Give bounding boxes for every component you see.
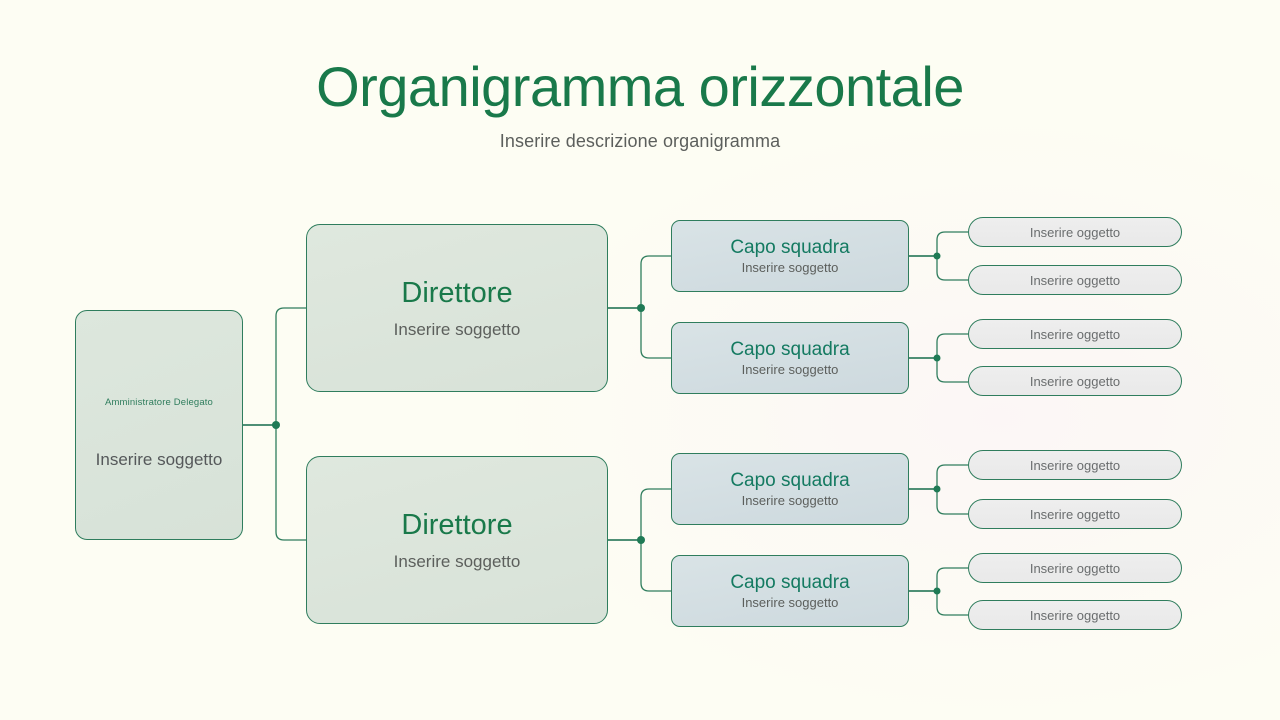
connector-l2-to-item-4 <box>936 358 968 383</box>
node-oggetto-4[interactable]: Inserire oggetto <box>968 366 1182 396</box>
director-subject-label: Inserire soggetto <box>393 319 521 339</box>
connector-root-to-director-2 <box>275 425 306 541</box>
connector-l1-to-item-1 <box>936 231 968 256</box>
node-oggetto-8[interactable]: Inserire oggetto <box>968 600 1182 630</box>
lead-subject-label: Inserire soggetto <box>741 362 839 378</box>
connector-l2-to-item-3 <box>936 333 968 358</box>
node-capo-squadra-4[interactable]: Capo squadra Inserire soggetto <box>671 555 909 627</box>
node-oggetto-6[interactable]: Inserire oggetto <box>968 499 1182 529</box>
junction-dot-root <box>272 421 280 429</box>
lead-role-label: Capo squadra <box>730 571 850 593</box>
lead-subject-label: Inserire soggetto <box>741 493 839 509</box>
lead-subject-label: Inserire soggetto <box>741 595 839 611</box>
node-direttore-2[interactable]: Direttore Inserire soggetto <box>306 456 608 624</box>
lead-role-label: Capo squadra <box>730 469 850 491</box>
connector-l3-to-item-6 <box>936 489 968 515</box>
connector-d1-to-lead-2 <box>640 308 671 359</box>
junction-dot-lead-2 <box>933 354 941 362</box>
director-role-label: Direttore <box>401 277 513 310</box>
node-oggetto-3[interactable]: Inserire oggetto <box>968 319 1182 349</box>
connector-d2-to-lead-3 <box>640 488 671 540</box>
director-role-label: Direttore <box>401 509 513 542</box>
connector-l3-to-item-5 <box>936 464 968 489</box>
node-oggetto-5[interactable]: Inserire oggetto <box>968 450 1182 480</box>
junction-dot-director-2 <box>637 536 645 544</box>
lead-role-label: Capo squadra <box>730 236 850 258</box>
node-direttore-1[interactable]: Direttore Inserire soggetto <box>306 224 608 392</box>
connector-root-to-director-1 <box>275 307 306 425</box>
slide-header: Organigramma orizzontale Inserire descri… <box>0 55 1280 152</box>
node-oggetto-2[interactable]: Inserire oggetto <box>968 265 1182 295</box>
junction-dot-lead-3 <box>933 485 941 493</box>
junction-dot-lead-4 <box>933 587 941 595</box>
node-oggetto-1[interactable]: Inserire oggetto <box>968 217 1182 247</box>
node-oggetto-7[interactable]: Inserire oggetto <box>968 553 1182 583</box>
page-subtitle: Inserire descrizione organigramma <box>499 130 781 151</box>
node-capo-squadra-2[interactable]: Capo squadra Inserire soggetto <box>671 322 909 394</box>
root-role-label: Amministratore Delegato <box>105 397 213 408</box>
lead-subject-label: Inserire soggetto <box>741 260 839 276</box>
page-title: Organigramma orizzontale <box>316 55 964 118</box>
root-subject-label: Inserire soggetto <box>95 450 223 469</box>
node-amministratore-delegato[interactable]: Amministratore Delegato Inserire soggett… <box>75 310 243 540</box>
connector-l1-to-item-2 <box>936 256 968 281</box>
connector-d2-to-lead-4 <box>640 540 671 592</box>
node-capo-squadra-3[interactable]: Capo squadra Inserire soggetto <box>671 453 909 525</box>
junction-dot-director-1 <box>637 304 645 312</box>
node-capo-squadra-1[interactable]: Capo squadra Inserire soggetto <box>671 220 909 292</box>
director-subject-label: Inserire soggetto <box>393 551 521 571</box>
connector-d1-to-lead-1 <box>640 255 671 308</box>
junction-dot-lead-1 <box>933 252 941 260</box>
connector-l4-to-item-7 <box>936 567 968 591</box>
lead-role-label: Capo squadra <box>730 338 850 360</box>
connector-l4-to-item-8 <box>936 591 968 616</box>
